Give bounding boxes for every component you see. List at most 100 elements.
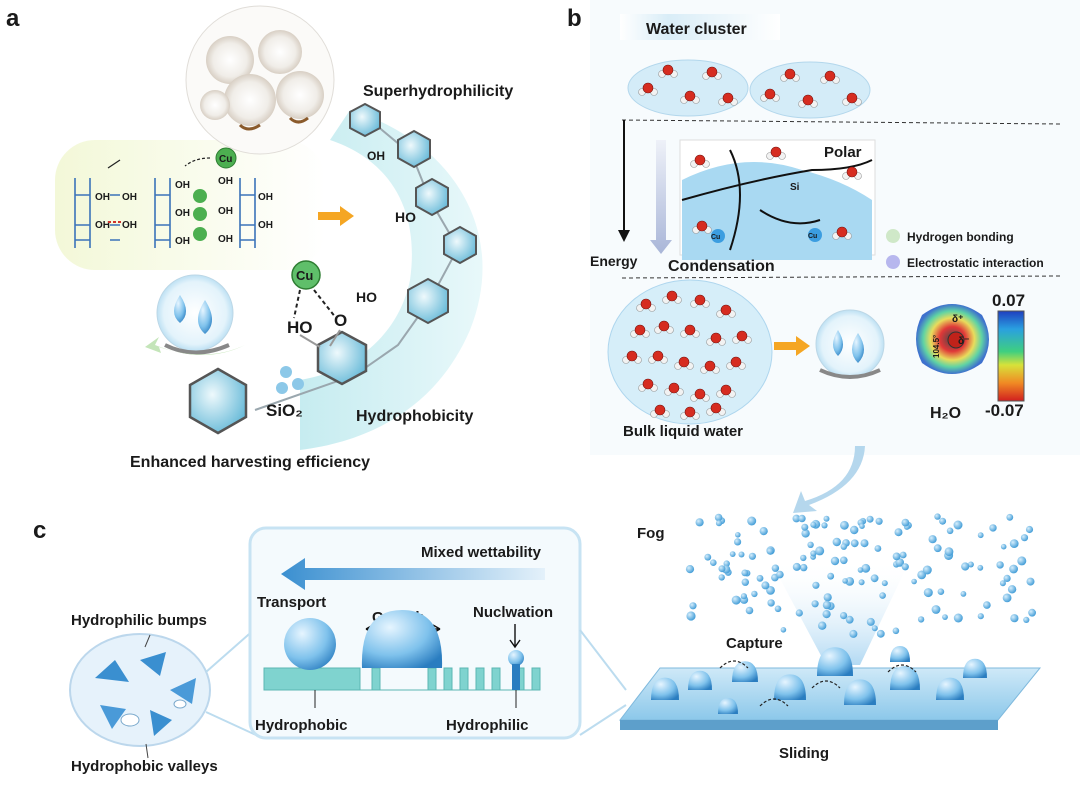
fog-droplet xyxy=(704,553,712,561)
esp-map: δ⁺ δ⁻ 104.5° xyxy=(916,304,989,374)
label-superhydrophilicity: Superhydrophilicity xyxy=(363,83,513,100)
panel-c: c Hydrophilic bumps Hydrophobic valleys … xyxy=(33,513,1042,775)
sliding-path xyxy=(759,698,789,707)
oh-3: OH xyxy=(95,220,110,231)
fog-droplet xyxy=(922,565,932,575)
fog-droplet xyxy=(695,518,704,527)
plate-droplet xyxy=(890,666,920,690)
oh-7: OH xyxy=(175,236,190,247)
plate-droplet xyxy=(718,698,738,714)
label-transport: Transport xyxy=(257,594,326,611)
label-hydrophobic-valleys: Hydrophobic valleys xyxy=(71,758,218,775)
fog-cone xyxy=(770,560,910,665)
oh-8: OH xyxy=(218,176,233,187)
fog-droplet xyxy=(792,562,801,571)
fog-droplet xyxy=(870,574,879,583)
fog-droplet xyxy=(718,565,726,573)
water-molecule xyxy=(760,88,780,102)
fog-droplet xyxy=(801,529,810,538)
fog-droplet xyxy=(931,605,941,614)
plate-droplet xyxy=(936,677,964,700)
fog-droplet xyxy=(850,525,859,535)
fog-droplet xyxy=(1002,593,1012,603)
water-molecule xyxy=(622,350,642,364)
divider-top xyxy=(621,119,1061,125)
fog-droplet xyxy=(823,515,830,522)
cu-chelate: Cu xyxy=(291,260,341,348)
water-molecule xyxy=(674,356,694,370)
legend-hbond-swatch xyxy=(886,229,900,243)
fog-droplet xyxy=(738,551,745,558)
oh-2: OH xyxy=(122,192,137,203)
label-o-cu: O xyxy=(334,311,347,330)
oh-5: OH xyxy=(175,180,190,191)
fog-droplet xyxy=(685,565,695,574)
water-molecule xyxy=(702,66,722,80)
plate-droplets xyxy=(651,646,987,714)
legend-electrostatic: Electrostatic interaction xyxy=(907,256,1044,270)
fog-droplet xyxy=(761,581,770,590)
plate-droplet xyxy=(963,658,987,678)
fog-droplet xyxy=(740,593,748,600)
fog-droplet xyxy=(923,588,933,598)
fog-droplet xyxy=(871,625,878,632)
fog-droplet xyxy=(881,580,888,587)
label-energy: Energy xyxy=(590,253,638,269)
plate-droplet xyxy=(774,674,806,700)
label-nucleation: Nuclwation xyxy=(473,604,553,621)
fog-droplet xyxy=(849,629,858,638)
fog-droplet xyxy=(735,532,741,538)
droplet-bubble-b xyxy=(815,309,885,379)
panel-a-letter: a xyxy=(6,5,20,32)
water-molecule xyxy=(718,92,738,106)
fog-droplet xyxy=(812,581,820,589)
fog-droplet xyxy=(901,518,910,527)
fog-droplet xyxy=(767,599,775,607)
fog-droplet xyxy=(875,517,883,525)
fog-droplet xyxy=(747,516,757,526)
fog-droplet xyxy=(901,563,909,571)
cu-top: Cu xyxy=(219,154,232,165)
water-molecule xyxy=(700,360,720,374)
aromatic-chain xyxy=(188,102,477,435)
fog-droplet xyxy=(866,515,874,523)
water-molecule xyxy=(630,324,650,338)
orange-arrow xyxy=(318,206,354,226)
label-ho-cu: HO xyxy=(287,318,313,337)
fog-droplet xyxy=(1017,556,1027,566)
water-molecule xyxy=(680,90,700,104)
water-cluster-banner xyxy=(620,14,780,40)
label-sliding: Sliding xyxy=(779,745,829,762)
water-molecule xyxy=(658,64,678,78)
angle-label: 104.5° xyxy=(932,335,941,358)
water-molecule xyxy=(648,350,668,364)
oh-6: OH xyxy=(175,208,190,219)
oh-10: OH xyxy=(218,234,233,245)
label-mixed-wettability: Mixed wettability xyxy=(421,544,542,561)
label-ho-2: HO xyxy=(356,289,377,305)
arc-band xyxy=(300,110,483,450)
fog-droplet xyxy=(857,567,864,573)
water-molecules-top xyxy=(638,64,862,108)
delta-minus: δ⁻ xyxy=(958,336,969,347)
plate-droplet xyxy=(890,646,910,662)
water-molecule xyxy=(706,402,726,416)
cu-chain: Cu xyxy=(107,147,237,241)
cotton-photo xyxy=(185,5,335,155)
droplet-bubble-a xyxy=(156,274,234,355)
fog-droplet xyxy=(751,590,758,598)
zoom-line-right xyxy=(579,629,627,736)
oh-4: OH xyxy=(122,220,137,231)
fog-droplet xyxy=(999,580,1006,587)
colorbar-min: -0.07 xyxy=(985,401,1024,420)
delta-plus: δ⁺ xyxy=(952,314,963,325)
fog-droplet xyxy=(845,615,854,624)
fog-droplet xyxy=(734,538,742,546)
water-molecule xyxy=(638,82,658,96)
cellulose-chains xyxy=(74,178,256,248)
cu-chelate-label: Cu xyxy=(296,268,313,283)
fog-droplet xyxy=(792,514,801,523)
fog-droplet xyxy=(1023,616,1030,624)
fog-droplet xyxy=(858,579,865,586)
